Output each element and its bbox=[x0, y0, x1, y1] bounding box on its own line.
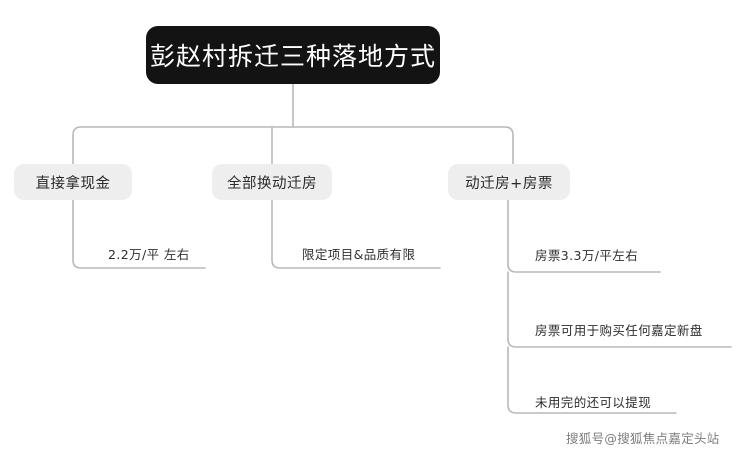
detail-cash-1: 2.2万/平 左右 bbox=[108, 247, 190, 262]
connector-mixed-detail-2 bbox=[507, 271, 732, 348]
root-node-label: 彭赵村拆迁三种落地方式 bbox=[149, 42, 436, 71]
connector-bus bbox=[72, 126, 514, 165]
branch-node-house-plus-voucher[interactable]: 动迁房+房票 bbox=[448, 164, 570, 200]
detail-house-plus-voucher-2: 房票可用于购买任何嘉定新盘 bbox=[535, 323, 703, 338]
watermark-text: 搜狐号@搜狐焦点嘉定头站 bbox=[566, 431, 720, 446]
detail-house-plus-voucher-1: 房票3.3万/平左右 bbox=[535, 248, 639, 263]
branch-node-relocation-house-label: 全部换动迁房 bbox=[227, 175, 317, 192]
branch-node-cash[interactable]: 直接拿现金 bbox=[14, 164, 132, 200]
connector-house-detail-1 bbox=[271, 199, 441, 269]
connector-mixed-detail-1 bbox=[507, 199, 661, 273]
branch-node-cash-label: 直接拿现金 bbox=[35, 175, 111, 192]
connector-cash-detail-1 bbox=[72, 199, 206, 269]
branch-node-house-plus-voucher-label: 动迁房+房票 bbox=[465, 175, 553, 192]
root-node[interactable]: 彭赵村拆迁三种落地方式 bbox=[146, 26, 440, 84]
detail-relocation-house-1: 限定项目&品质有限 bbox=[302, 247, 416, 262]
connector-mixed-detail-3 bbox=[507, 346, 677, 414]
branch-node-relocation-house[interactable]: 全部换动迁房 bbox=[212, 164, 332, 200]
detail-house-plus-voucher-3: 未用完的还可以提现 bbox=[535, 395, 652, 410]
